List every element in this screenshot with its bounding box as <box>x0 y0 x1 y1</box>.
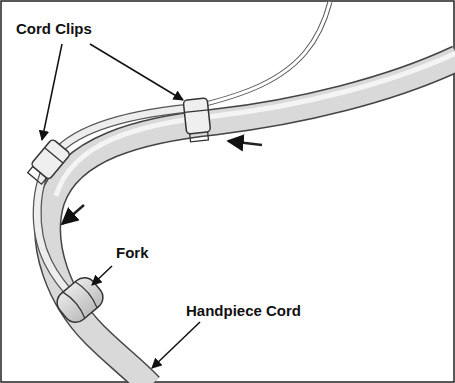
part-label: Handpiece Cord <box>184 302 303 320</box>
cord-clip <box>183 98 211 142</box>
thin-cord <box>190 2 330 108</box>
fork <box>52 273 108 327</box>
cord-clip <box>25 138 70 186</box>
handpiece-cord <box>48 58 455 383</box>
clipped-cord <box>37 108 190 300</box>
leader-line <box>90 44 183 100</box>
leader-line <box>152 322 200 368</box>
leader-line <box>42 44 62 140</box>
part-label: Cord Clips <box>14 20 94 38</box>
part-label: Fork <box>114 244 151 262</box>
direction-arrow <box>62 205 84 224</box>
leader-line <box>92 266 112 285</box>
direction-arrow <box>228 141 262 145</box>
